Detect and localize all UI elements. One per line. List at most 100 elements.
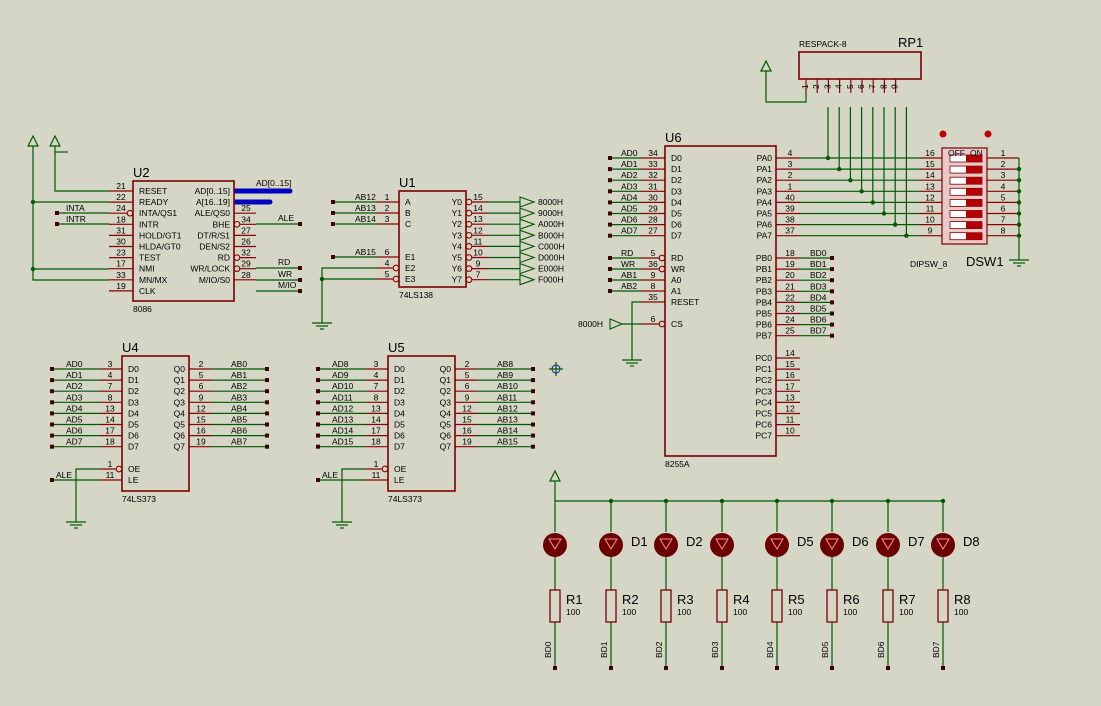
pin-terminal	[830, 333, 834, 338]
u6-pin-number: 10	[785, 426, 795, 436]
u6-pin-number: 11	[786, 415, 795, 425]
u6-pin-number: 28	[648, 215, 658, 225]
pin-terminal	[316, 389, 320, 394]
junction-dot	[870, 200, 875, 205]
u4-pin-name: Q2	[174, 386, 186, 396]
u6-pin-name: PB5	[756, 309, 772, 319]
u6-net-label: AB2	[621, 281, 637, 291]
u6-pin-number: 34	[648, 148, 658, 158]
pin-terminal	[830, 278, 834, 283]
u1-terminal-label: C000H	[538, 241, 564, 251]
u6-net-label: AD3	[621, 181, 638, 191]
u2-pin-name: NMI	[139, 264, 155, 274]
resistor-body	[937, 589, 949, 623]
junction-dot	[859, 189, 864, 194]
u6-pin-name: PA2	[757, 175, 773, 185]
junction-dot	[608, 498, 614, 504]
pin-terminal	[265, 411, 269, 416]
u6-net-label: AB1	[621, 270, 637, 280]
inversion-bubble	[233, 265, 241, 273]
pin-terminal	[608, 211, 612, 216]
u6-pin-name: D7	[671, 231, 682, 241]
u4-pin-number: 4	[108, 370, 113, 380]
junction-dot	[1016, 233, 1022, 238]
u2-ref: U2	[133, 165, 150, 180]
resistor-body	[826, 589, 838, 623]
u2-pin-number: 26	[241, 237, 251, 247]
u6-net-label: AD6	[621, 215, 638, 225]
u6-pin-number: 8	[651, 281, 656, 291]
pin-terminal	[608, 233, 612, 238]
u6-pin-name: PC5	[755, 409, 772, 419]
u4-pin-number: 5	[199, 370, 204, 380]
u4-pin-number: 19	[196, 437, 206, 447]
u4-pin-number: 3	[108, 359, 113, 369]
pin-terminal	[298, 289, 302, 293]
u1-pin-number: 5	[385, 269, 390, 279]
u6-pin-name: A1	[671, 286, 682, 296]
rp1-pin-number: 8	[878, 84, 888, 89]
output-terminal	[519, 262, 536, 275]
u6-pin-number: 19	[785, 259, 795, 269]
u4-pin-number: 13	[105, 403, 115, 413]
junction-dot	[848, 178, 853, 183]
u2-pin-number: 21	[116, 181, 126, 191]
resistor-body	[605, 589, 617, 623]
u1-pin-name: Y0	[452, 197, 463, 207]
inversion-bubble	[381, 465, 389, 473]
u1-terminal-label: F000H	[538, 275, 564, 285]
u2-pin-number: 24	[116, 203, 126, 213]
u2-pin-number: 31	[116, 225, 126, 235]
pin-terminal	[331, 200, 335, 204]
u2-pin-name: AD[0..15]	[195, 186, 230, 196]
u5-pin-name: Q3	[440, 397, 452, 407]
u1-pin-name: C	[405, 219, 411, 229]
u5-pin-name: Q6	[440, 431, 452, 441]
u6-pin-name: PB7	[756, 331, 772, 341]
vcc-wire	[32, 146, 109, 281]
pin-terminal	[265, 400, 269, 405]
pin-terminal	[50, 478, 54, 482]
u4-net-label: AD6	[66, 426, 83, 436]
inversion-bubble	[658, 320, 666, 328]
u1-pin-number: 4	[385, 258, 390, 268]
u6-pin-name: PA3	[757, 186, 773, 196]
u1-pin-number: 9	[476, 259, 481, 269]
u6-pin-number: 22	[785, 292, 795, 302]
u2-pin-name: ALE/QS0	[195, 208, 231, 218]
u5-pin-name: D4	[394, 408, 405, 418]
u4-pin-name: Q0	[174, 364, 186, 374]
u5-pin-name: D3	[394, 397, 405, 407]
inversion-bubble	[465, 231, 473, 239]
u4-pin-name: D3	[128, 397, 139, 407]
inversion-bubble	[465, 220, 473, 228]
rp1-body	[798, 51, 922, 80]
u5-pin-number: 14	[371, 415, 381, 425]
u6-net-label: RD	[621, 248, 633, 258]
u1-pin-name: Y4	[452, 241, 463, 251]
dsw1-pin-number: 9	[928, 226, 933, 236]
junction-dot	[881, 211, 887, 216]
u5-pin-name: D1	[394, 375, 405, 385]
u4-pin-name: Q1	[174, 375, 186, 385]
pin-terminal	[830, 267, 834, 272]
u2-8086-body	[132, 180, 235, 302]
dsw1-lever	[966, 177, 982, 185]
resistor-ref: R2	[622, 592, 639, 607]
pin-terminal	[265, 433, 269, 438]
u1-ref: U1	[399, 175, 416, 190]
pin-terminal	[608, 222, 612, 227]
rp1-pin-number: 4	[834, 84, 844, 89]
pin-terminal	[830, 300, 834, 305]
u2-pin-name: TEST	[139, 253, 161, 263]
led-net-label: BD6	[876, 641, 886, 658]
u6-net-label: AD0	[621, 148, 638, 158]
u5-net-label: AD13	[332, 415, 354, 425]
u1-terminal-label: D000H	[538, 253, 564, 263]
inversion-bubble	[465, 209, 473, 217]
pin-terminal	[553, 666, 557, 670]
u6-pin-number: 25	[785, 326, 795, 336]
junction-dot	[904, 233, 909, 238]
led-body	[654, 533, 678, 557]
u1-value: 74LS138	[399, 290, 433, 300]
